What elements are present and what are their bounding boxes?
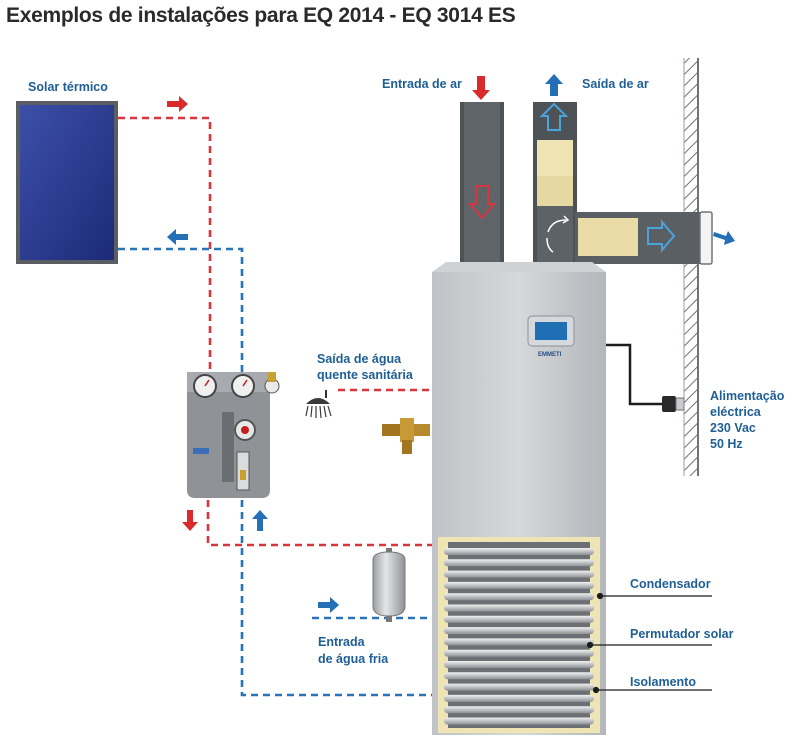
coil-tube: [444, 615, 594, 623]
solar-exchanger-label: Permutador solar: [630, 627, 734, 641]
coil-tube: [444, 717, 594, 725]
coil-hot-pipe: [206, 500, 440, 547]
coil-tube: [444, 593, 594, 601]
coil-tube: [444, 672, 594, 680]
arrow-air-out: [545, 74, 563, 96]
cold-water-label-line1: Entrada: [318, 635, 365, 649]
arrow-up-blue: [252, 510, 268, 531]
hot-water-label-line1: Saída de água: [317, 352, 402, 366]
pump-station: [187, 372, 280, 498]
wall: [683, 58, 699, 476]
flow-arrows: [167, 74, 735, 613]
arrow-down-red: [182, 510, 198, 531]
solar-panel-label: Solar térmico: [28, 80, 108, 94]
coil-tube: [444, 683, 594, 691]
air-outlet-label: Saída de ar: [582, 77, 649, 91]
power-label-line1: Alimentação: [710, 389, 785, 403]
arrow-left-blue: [167, 229, 188, 245]
air-inlet-duct: [460, 102, 504, 272]
power-label-line3: 230 Vac: [710, 421, 756, 435]
safety-valve: [382, 418, 430, 454]
insulation-label: Isolamento: [630, 675, 696, 689]
power-label-line2: eléctrica: [710, 405, 761, 419]
coil-tube: [444, 559, 594, 567]
page-title: Exemplos de instalações para EQ 2014 - E…: [6, 4, 516, 27]
coil-tube: [444, 706, 594, 714]
arrow-air-in: [472, 76, 490, 100]
coil-tube: [444, 638, 594, 646]
power-cable: [606, 343, 685, 412]
arrow-right-red: [167, 96, 188, 112]
air-outlet-duct: [533, 102, 577, 272]
brand-logo: EMMETI: [538, 352, 562, 358]
coil-tube: [444, 627, 594, 635]
solar-cold-pipe: [118, 247, 244, 378]
arrow-right-blue: [318, 597, 339, 613]
coil-tube: [444, 570, 594, 578]
solar-panel: [16, 101, 118, 264]
exhaust-duct: [575, 211, 713, 265]
solar-hot-pipe: [118, 116, 212, 380]
coil-tube: [444, 548, 594, 555]
storage-tank: [432, 535, 606, 735]
coil-tube: [444, 649, 594, 657]
coil-tube: [444, 661, 594, 668]
arrow-exhaust: [713, 231, 735, 245]
condenser-label: Condensador: [630, 577, 711, 591]
coil-tube: [444, 604, 594, 612]
expansion-vessel: [372, 548, 406, 622]
air-inlet-label: Entrada de ar: [382, 77, 462, 91]
power-label-line4: 50 Hz: [710, 437, 743, 451]
coil-cold-pipe: [240, 500, 440, 697]
heat-pump-unit: EMMETI: [432, 262, 606, 535]
shower-icon: [305, 390, 332, 419]
hot-water-label-line2: quente sanitária: [317, 368, 413, 382]
leader-lines: [586, 592, 712, 694]
coil-tube: [444, 694, 594, 702]
cold-water-label-line2: de água fria: [318, 652, 389, 666]
coil-tube: [444, 581, 594, 589]
